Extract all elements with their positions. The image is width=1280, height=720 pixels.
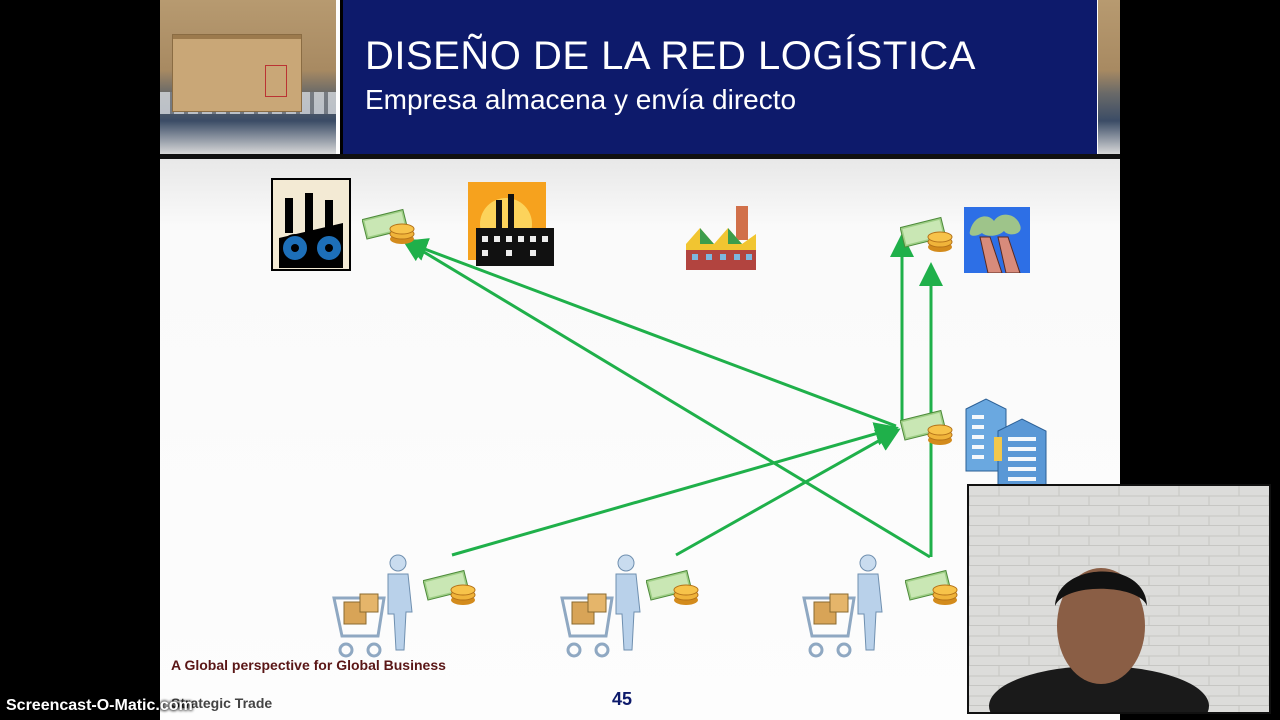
header-photo-conveyor [160,0,336,155]
slide-page-number: 45 [612,689,633,709]
arrow-customer1-to-warehouse [451,422,899,557]
warehouse-buildings-icon [965,398,1047,485]
money-coins-icon [900,409,953,445]
factory-sunrise-icon [468,182,554,266]
money-coins-icon [905,569,958,605]
webcam-feed [969,486,1269,712]
cardboard-box-image [172,34,302,112]
screencast-watermark: Screencast-O-Matic.com [6,697,193,714]
arrow-customer2-to-warehouse [675,428,901,557]
factory-colorful-icon [686,206,756,270]
arrow-customer3-to-factory [401,238,931,559]
header-title-panel: DISEÑO DE LA RED LOGÍSTICA Empresa almac… [340,0,1097,155]
smokestack-icon [964,207,1030,273]
money-coins-icon [423,569,476,605]
money-coins-icon [900,216,953,252]
arrow-warehouse-to-factory [403,238,897,428]
footer-tagline: A Global perspective for Global Business [171,657,446,673]
presentation-slide: DISEÑO DE LA RED LOGÍSTICA Empresa almac… [160,0,1120,720]
slide-subtitle: Empresa almacena y envía directo [365,84,797,115]
money-coins-icon [646,569,699,605]
customer-cart-icon [802,554,883,658]
header-photo-right [1098,0,1120,155]
customer-cart-icon [560,554,641,658]
header-divider [160,154,1120,159]
customer-cart-icon [332,554,413,658]
money-coins-icon [362,208,415,244]
factory-gears-icon [271,178,351,271]
footer-subtitle: Strategic Trade [171,695,273,711]
webcam-overlay [967,484,1271,714]
slide-title: DISEÑO DE LA RED LOGÍSTICA [365,34,976,78]
flow-arrows [401,233,943,559]
